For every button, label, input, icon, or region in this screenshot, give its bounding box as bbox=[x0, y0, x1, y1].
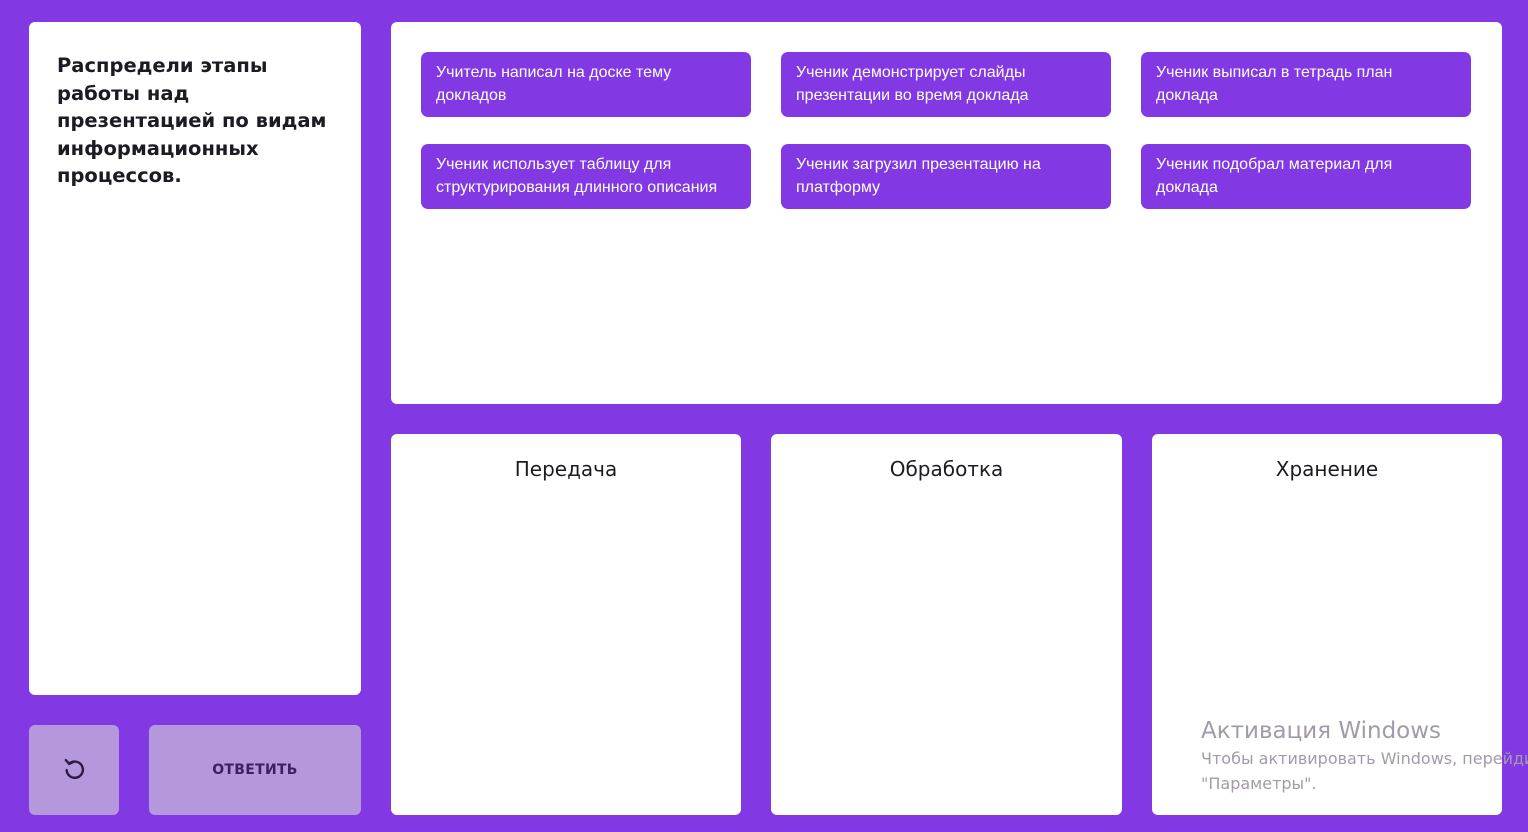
zone-title: Хранение bbox=[1275, 457, 1379, 481]
draggable-card[interactable]: Ученик демонстрирует слайды презентации … bbox=[781, 52, 1111, 117]
draggable-card[interactable]: Ученик подобрал материал для доклада bbox=[1141, 144, 1471, 209]
draggable-card[interactable]: Ученик выписал в тетрадь план доклада bbox=[1141, 52, 1471, 117]
zone-title: Передача bbox=[514, 457, 618, 481]
drop-zone-transfer[interactable]: Передача bbox=[391, 434, 741, 815]
draggable-card[interactable]: Учитель написал на доске тему докладов bbox=[421, 52, 751, 117]
zone-title: Обработка bbox=[889, 457, 1004, 481]
cards-pool: Учитель написал на доске тему докладов У… bbox=[391, 22, 1502, 404]
draggable-card[interactable]: Ученик использует таблицу для структурир… bbox=[421, 144, 751, 209]
drop-zone-processing[interactable]: Обработка bbox=[771, 434, 1122, 815]
task-panel: Распредели этапы работы над презентацией… bbox=[29, 22, 361, 695]
draggable-card[interactable]: Ученик загрузил презентацию на платформу bbox=[781, 144, 1111, 209]
drop-zone-storage[interactable]: Хранение bbox=[1152, 434, 1502, 815]
reset-button[interactable] bbox=[29, 725, 119, 815]
answer-button[interactable]: ОТВЕТИТЬ bbox=[149, 725, 361, 815]
task-instruction: Распредели этапы работы над презентацией… bbox=[57, 54, 327, 187]
undo-arrow-icon bbox=[61, 756, 87, 785]
